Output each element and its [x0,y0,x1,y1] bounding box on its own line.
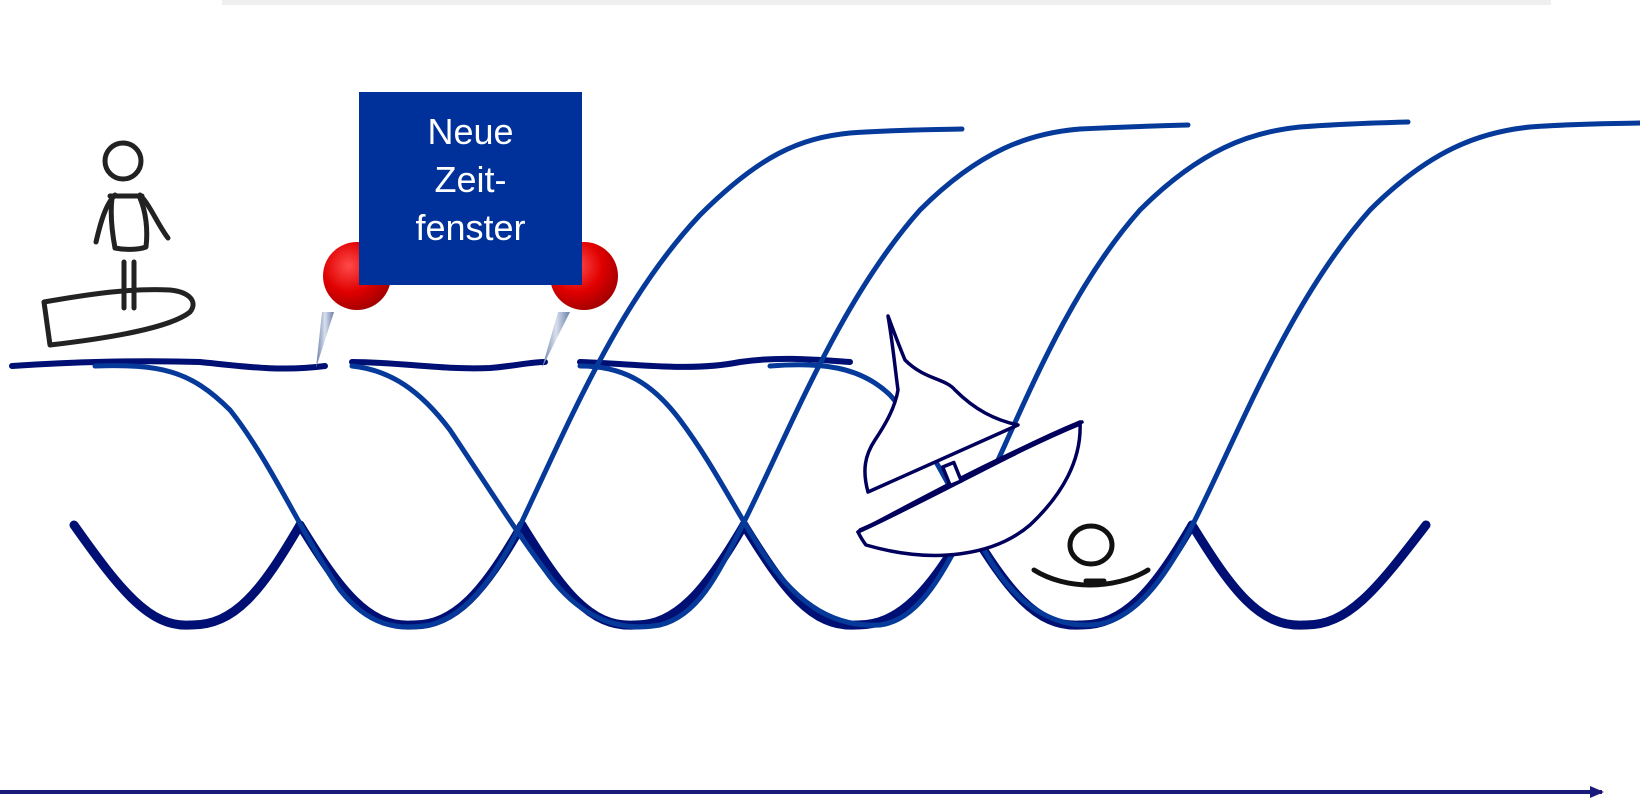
trough-wave-6 [1187,520,1431,630]
trough-wave-1 [69,520,305,630]
surfer-head [102,140,144,182]
sailboat-sail [863,314,1020,494]
trough-wave-2 [295,520,527,630]
wave-curve-2 [349,122,1191,630]
callout-text: Neue Zeit- fenster [415,108,525,252]
top-bar [222,0,1551,5]
callout-line-3: fenster [415,207,526,248]
callout-line-1: Neue [427,111,514,152]
surfboard [41,287,196,348]
swimmer-figure [1031,523,1151,588]
swimmer-head [1067,523,1115,567]
wave-curve-1 [92,126,965,630]
trough-waves [69,520,1431,630]
surfer-figure [41,140,196,348]
sailboat-capsizing [856,314,1084,558]
callout-new-time-window: Neue Zeit- fenster [359,92,582,285]
wave-curve-3 [577,119,1411,628]
callout-line-2: Zeit- [434,159,507,200]
surface-line [9,355,853,372]
trough-wave-3 [517,520,749,630]
